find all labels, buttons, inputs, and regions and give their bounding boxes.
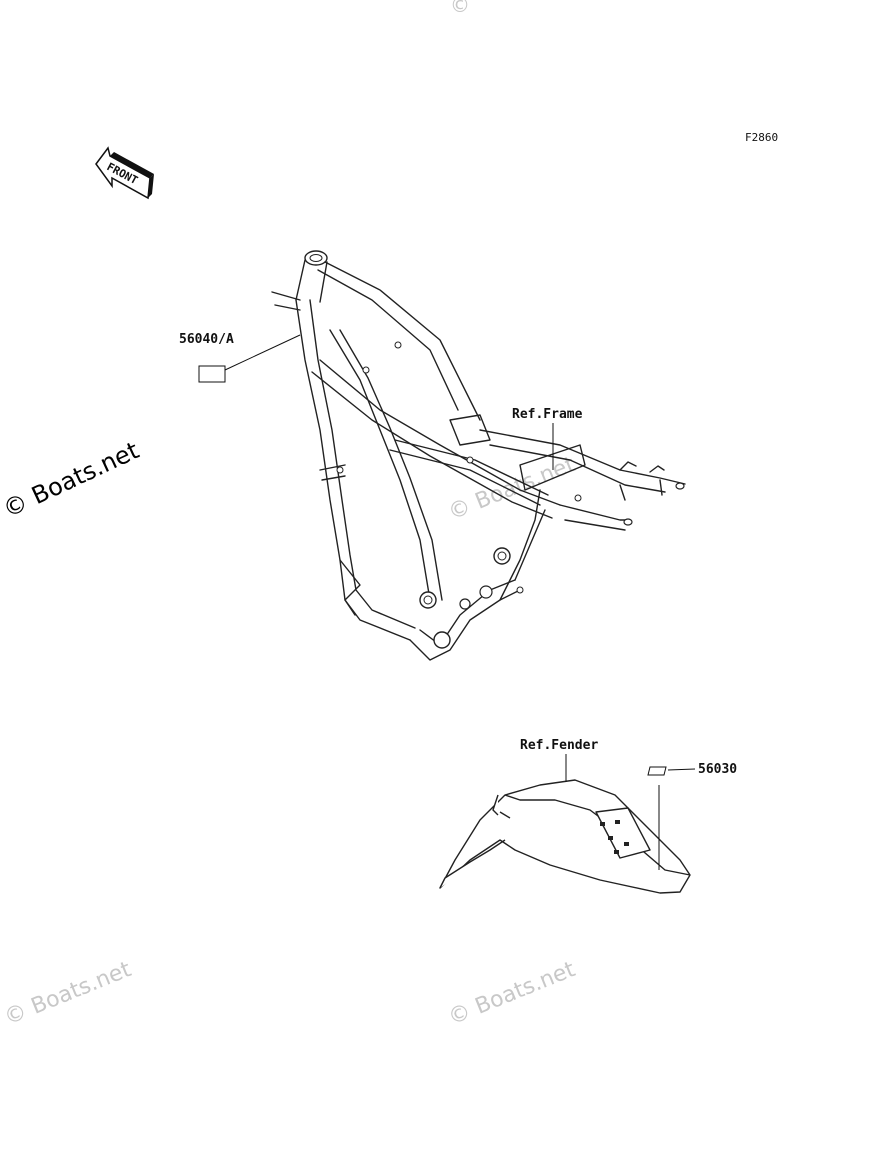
watermark-center: © Boats.net (445, 452, 579, 526)
callout-56040a-leader (224, 334, 301, 371)
label-56040a-sticker (198, 365, 226, 383)
rear-fender-drawing (439, 779, 691, 894)
front-arrow-icon: FRONT (95, 146, 154, 200)
figure-code: F2860 (745, 131, 778, 144)
watermark-main: © Boats.net (0, 436, 143, 523)
callout-56040a-label: 56040/A (179, 332, 234, 347)
watermark-top: © (450, 0, 470, 17)
callout-56030-label: 56030 (698, 762, 737, 777)
frame-drawing (271, 250, 686, 661)
watermark-bottom-right: © Boats.net (445, 957, 579, 1031)
label-56030-sticker (647, 766, 667, 776)
callout-ref-fender-label: Ref.Fender (520, 738, 598, 753)
callout-ref-frame-label: Ref.Frame (512, 407, 583, 422)
watermark-bottom-left: © Boats.net (1, 957, 135, 1031)
callout-56030-leader (667, 768, 696, 771)
